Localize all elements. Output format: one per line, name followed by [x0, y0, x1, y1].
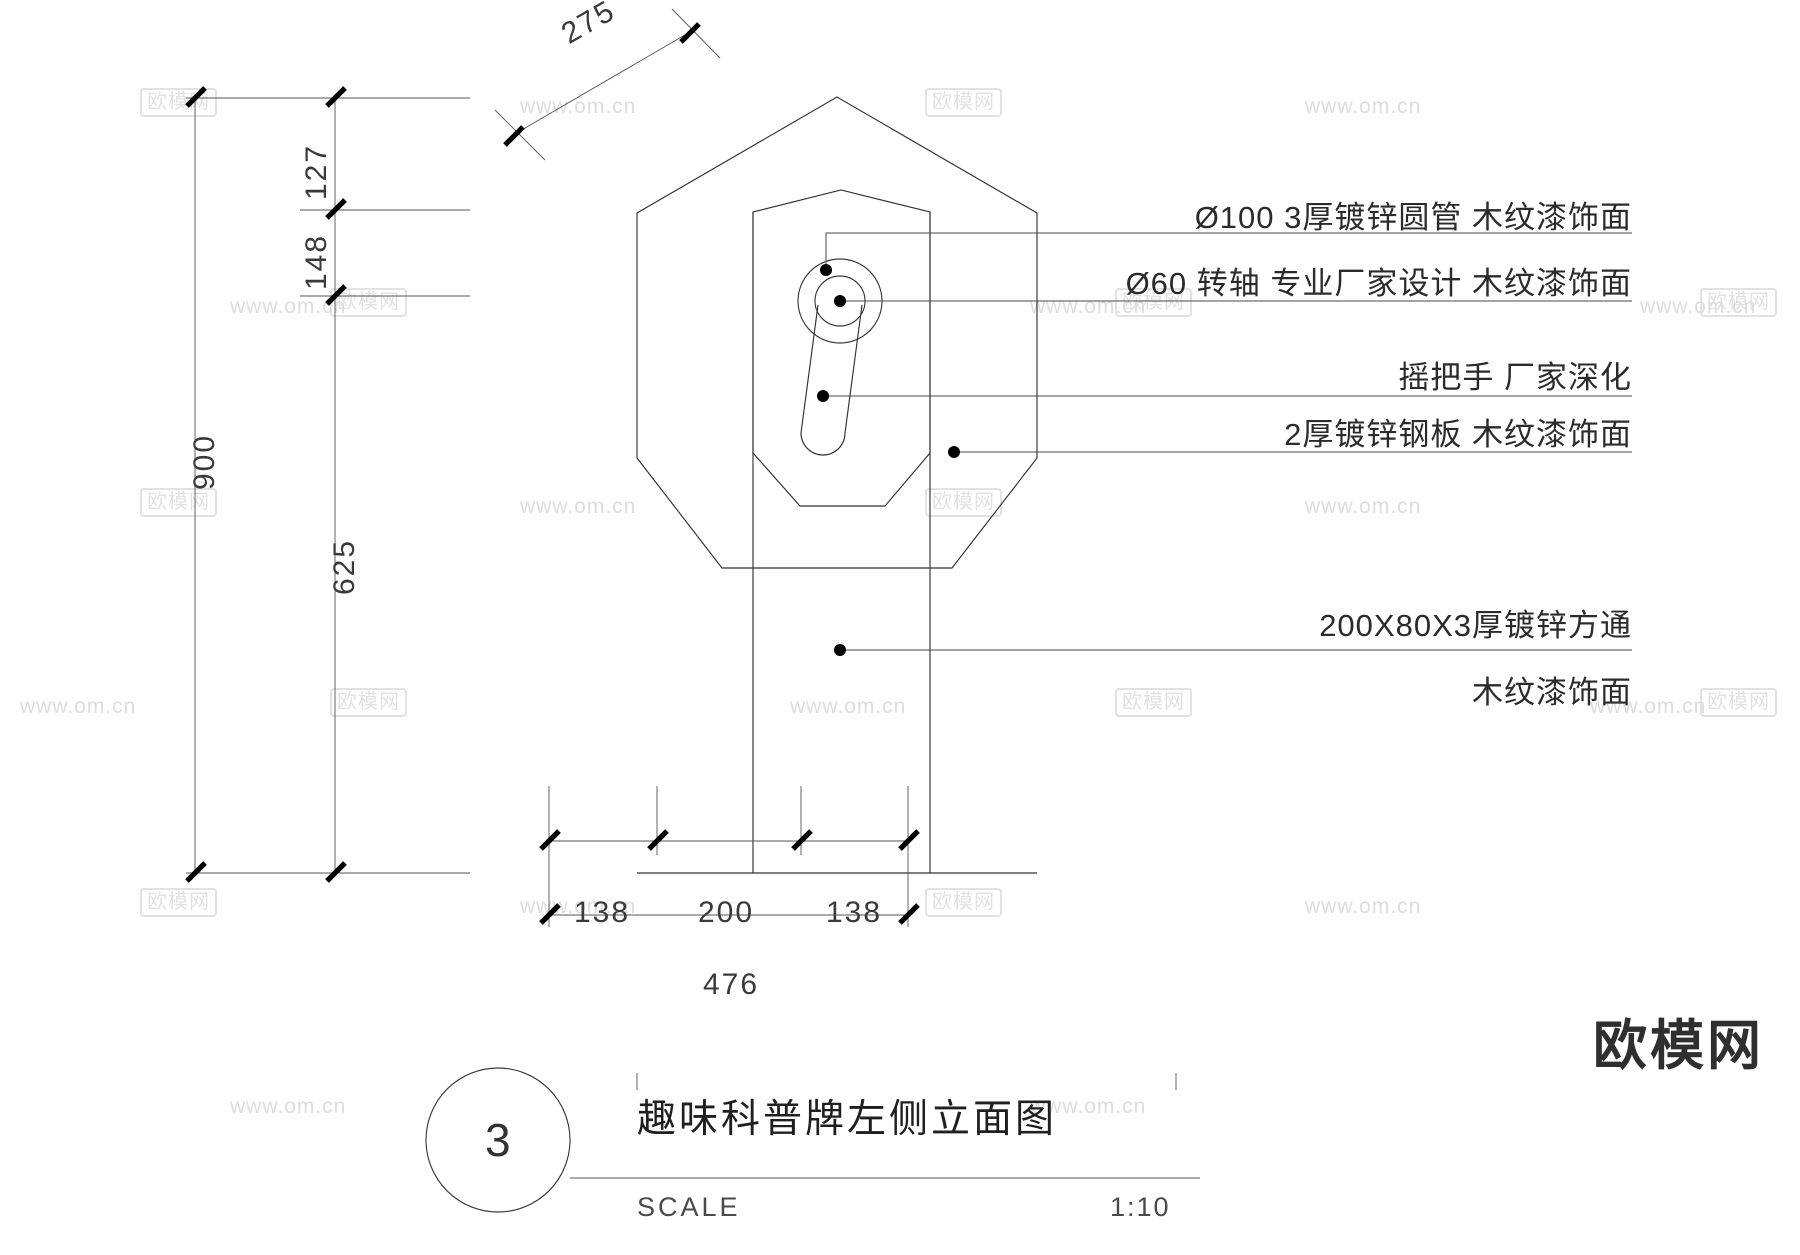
annotation-steel-plate: 2厚镀锌钢板 木纹漆饰面 — [1284, 417, 1632, 452]
crank-handle — [800, 304, 863, 456]
drawing-title: 趣味科普牌左侧立面图 — [637, 1098, 1058, 1141]
sign-inner-panel-outline — [752, 189, 931, 507]
annotation-handle: 摇把手 厂家深化 — [1398, 360, 1632, 395]
annotation-square-tube-finish: 木纹漆饰面 — [1472, 675, 1632, 710]
vertical-post — [637, 212, 1037, 874]
watermark-badge: 欧模网 — [330, 688, 407, 717]
watermark-badge: 欧模网 — [1700, 688, 1777, 717]
top-slope-dimension — [494, 8, 721, 161]
sign-head-plate-outline — [636, 96, 1038, 569]
scale-value: 1:10 — [1110, 1192, 1171, 1222]
detail-bubble-circle — [425, 1067, 571, 1213]
watermark-url: www.om.cn — [520, 495, 637, 518]
watermark-url: www.om.cn — [1030, 1095, 1147, 1118]
watermark-url: www.om.cn — [1305, 95, 1422, 118]
dim-text-476: 476 — [703, 968, 760, 1001]
watermark-badge: 欧模网 — [1115, 288, 1192, 317]
dim-text-138-left: 138 — [574, 896, 631, 929]
annotation-shaft: Ø60 转轴 专业厂家设计 木纹漆饰面 — [1125, 266, 1632, 301]
dim-text-900: 900 — [188, 433, 221, 490]
dim-text-625: 625 — [328, 538, 361, 595]
watermark-url: www.om.cn — [1305, 495, 1422, 518]
dim-text-200: 200 — [698, 896, 755, 929]
watermark-badge: 欧模网 — [925, 888, 1002, 917]
title-block-graphics — [425, 1067, 1200, 1213]
annotation-rules — [1037, 232, 1632, 453]
scale-label: SCALE — [637, 1192, 741, 1222]
leader-dot-square-tube — [834, 644, 846, 656]
brand-watermark: 欧模网 — [1593, 1016, 1764, 1076]
annotation-pipe: Ø100 3厚镀锌圆管 木纹漆饰面 — [1194, 200, 1632, 235]
leader-dot-pipe — [820, 264, 832, 276]
watermark-url: www.om.cn — [230, 295, 347, 318]
watermark-url: www.om.cn — [1640, 295, 1757, 318]
dim-text-138-right: 138 — [826, 896, 883, 929]
watermark-badge: 欧模网 — [925, 488, 1002, 517]
watermark-url: www.om.cn — [1305, 895, 1422, 918]
watermark-url: www.om.cn — [1590, 695, 1707, 718]
watermark-badge: 欧模网 — [925, 88, 1002, 117]
dim-text-148: 148 — [300, 233, 333, 290]
bottom-dimension-lines — [539, 786, 920, 927]
leader-dot-handle — [817, 390, 829, 402]
dim-text-127: 127 — [300, 143, 333, 200]
watermark-badge: 欧模网 — [140, 488, 217, 517]
dim-line-275 — [512, 31, 691, 136]
watermark-badge: 欧模网 — [140, 888, 217, 917]
watermark-url: www.om.cn — [790, 695, 907, 718]
detail-bubble-number: 3 — [484, 1114, 512, 1166]
watermark-badge: 欧模网 — [1115, 688, 1192, 717]
watermark-url: www.om.cn — [230, 1095, 347, 1118]
leader-dot-shaft — [834, 295, 846, 307]
watermark-badge: 欧模网 — [1700, 288, 1777, 317]
leader-dot-steel-plate — [948, 446, 960, 458]
annotation-square-tube: 200X80X3厚镀锌方通 — [1319, 608, 1632, 643]
watermark-url: www.om.cn — [20, 695, 137, 718]
left-dimension-lines — [185, 86, 470, 883]
watermark-url: www.om.cn — [520, 95, 637, 118]
